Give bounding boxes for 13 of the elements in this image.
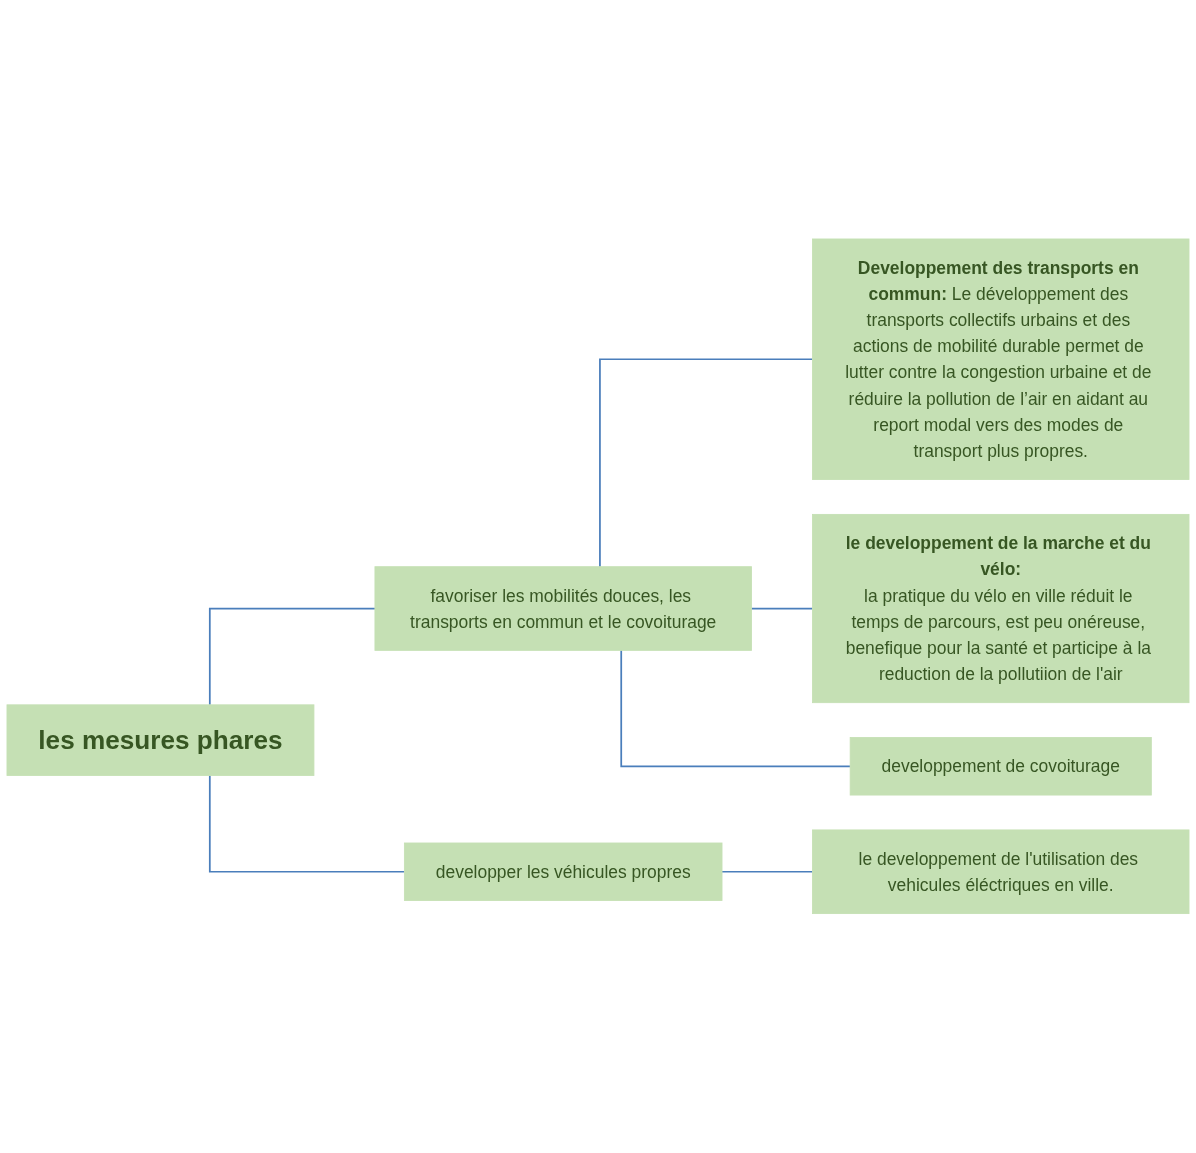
connector [721,871,814,873]
node-box: developper les véhicules propres [403,842,723,902]
node-box: Developpement des transports en commun: Le développement des transports collectifs urbains et des actions de mobilité durable permet de lutter contre la congestion urbaine et de réduire la pollution de l’air en aidant au report modal vers des modes de transport plus propres. [812,238,1190,481]
connector [208,774,406,873]
connector [620,649,852,768]
node-box: le developpement de l'utilisation des vehicules éléctriques en ville. [812,829,1190,915]
node-box: le developpement de la marche et du vélo: la pratique du vélo en ville réduit le temps de parcours, est peu onéreuse, benefique pour la santé et participe à la reduction de la pollutiion de l'air [812,514,1190,704]
node-box: les mesures phares [6,704,315,777]
node-box: developpement de covoiturage [849,737,1152,796]
node-box: favoriser les mobilités douces, les transports en commun et le covoiturage [374,566,752,652]
connector [599,358,814,568]
connector [750,607,814,610]
connector [208,607,376,706]
